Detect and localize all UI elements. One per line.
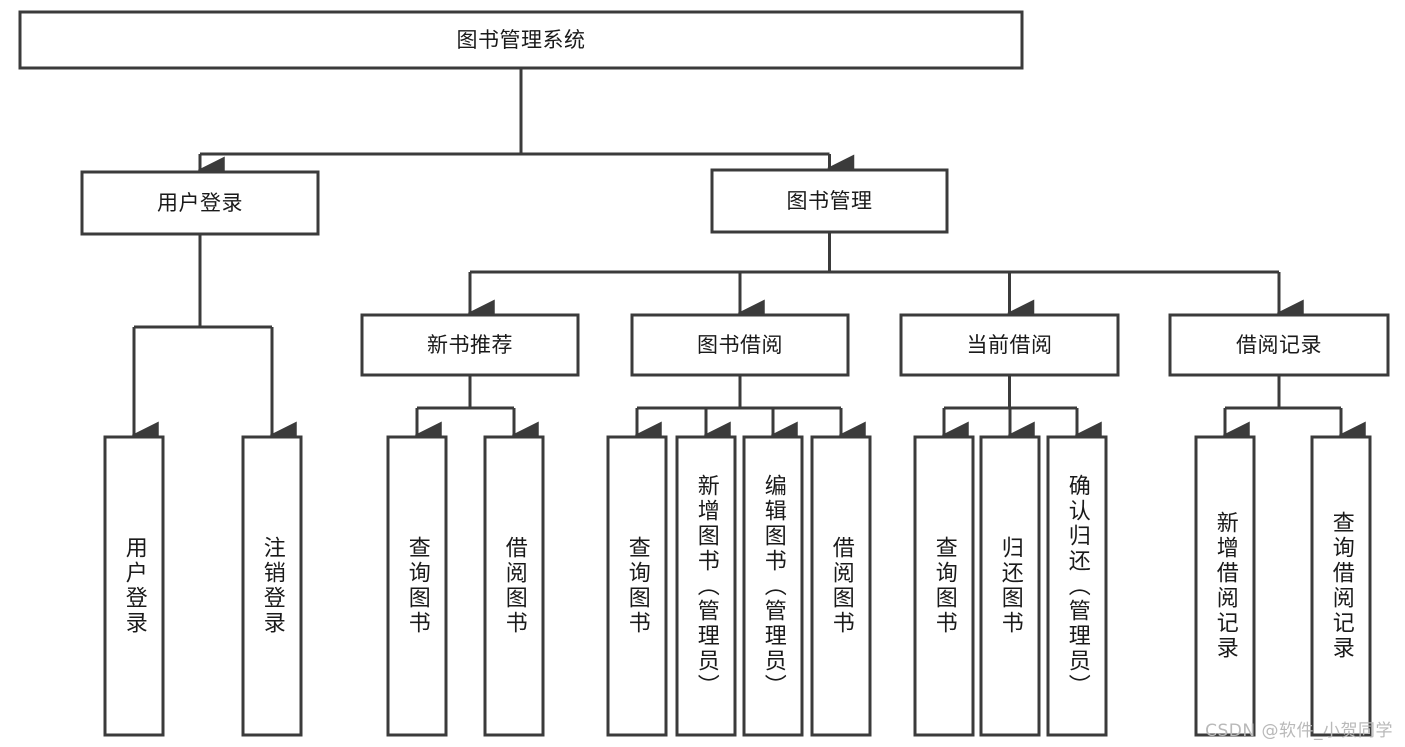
node-box-user-login-leaf[interactable]: [103, 435, 165, 737]
node-box-current-confirm-return[interactable]: [1046, 435, 1108, 737]
node-label-book-borrow: 图书借阅: [697, 333, 783, 357]
node-box-borrow-borrow-book[interactable]: [810, 435, 872, 737]
node-label-user-login: 用户登录: [157, 191, 243, 215]
node-label-root: 图书管理系统: [457, 28, 586, 52]
watermark-text: CSDN @软件_小贺同学: [1205, 721, 1393, 741]
node-box-borrow-edit-book[interactable]: [742, 435, 804, 737]
node-label-new-book-recommend: 新书推荐: [427, 333, 513, 357]
node-label-book-management: 图书管理: [787, 189, 873, 213]
node-box-recommend-query-book[interactable]: [386, 435, 448, 737]
node-box-root[interactable]: [18, 10, 1024, 70]
connectors-layer: [131, 68, 1366, 449]
node-box-borrow-query-book[interactable]: [606, 435, 668, 737]
node-box-book-management[interactable]: [710, 168, 949, 234]
node-label-current-borrow: 当前借阅: [967, 333, 1053, 357]
node-box-current-return-book[interactable]: [979, 435, 1041, 737]
node-box-user-logout-leaf[interactable]: [241, 435, 303, 737]
node-box-current-borrow[interactable]: [899, 313, 1120, 377]
node-box-new-book-recommend[interactable]: [360, 313, 580, 377]
node-box-current-query-book[interactable]: [913, 435, 975, 737]
node-box-borrow-add-book[interactable]: [675, 435, 737, 737]
node-box-borrow-record[interactable]: [1168, 313, 1390, 377]
node-label-borrow-record: 借阅记录: [1236, 333, 1322, 357]
node-box-record-query[interactable]: [1310, 435, 1372, 737]
node-box-user-login[interactable]: [80, 170, 320, 236]
node-box-book-borrow[interactable]: [630, 313, 850, 377]
node-box-record-add[interactable]: [1194, 435, 1256, 737]
node-box-recommend-borrow-book[interactable]: [483, 435, 545, 737]
